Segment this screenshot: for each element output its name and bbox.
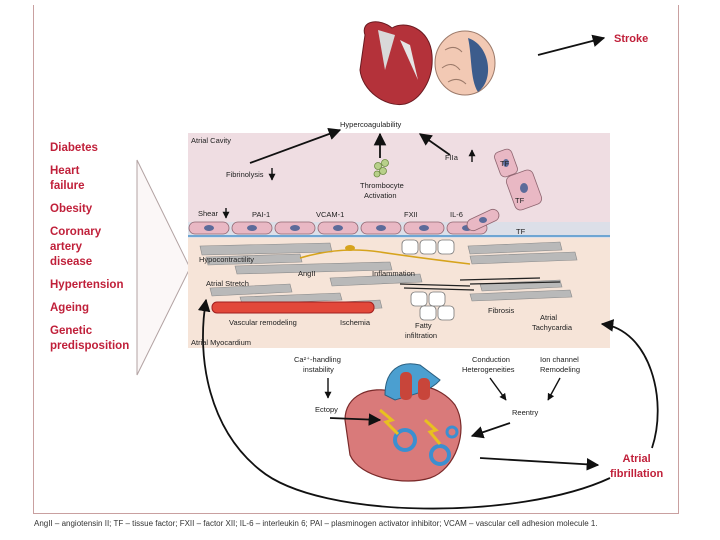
hypercoagulability-label: Hypercoagulability — [340, 120, 402, 129]
risk-diabetes: Diabetes — [50, 142, 98, 154]
fiia-label: FIIa — [445, 153, 459, 162]
arrow-reentry-heart — [470, 422, 511, 439]
reentry-label: Reentry — [512, 408, 539, 417]
activation-label: Activation — [364, 191, 397, 200]
atrial-label: Atrial — [540, 313, 557, 322]
cell-nuclei — [204, 225, 472, 231]
fibrosis-label: Fibrosis — [488, 306, 515, 315]
white-cells — [401, 239, 455, 321]
arrow-heart-af — [479, 457, 600, 471]
figure-frame — [33, 5, 679, 514]
atrial-cavity-title: Atrial Cavity — [191, 136, 231, 145]
arrow-ectopy-heart — [329, 413, 382, 426]
bottom-heart-image — [344, 363, 462, 482]
ectopy-label: Ectopy — [315, 405, 338, 414]
vessel — [212, 302, 374, 313]
risk-hypertension: Hypertension — [50, 279, 124, 291]
angii-label: AngII — [298, 269, 316, 278]
risk-obesity: Obesity — [50, 203, 93, 215]
arrow-af-loop-right — [600, 319, 659, 449]
vascular-remodeling-label: Vascular remodeling — [229, 318, 297, 327]
ischemia-label: Ischemia — [340, 318, 371, 327]
fxii-label: FXII — [404, 210, 418, 219]
ion-channel-label: Ion channel — [540, 355, 579, 364]
heart-image — [359, 21, 433, 106]
atrial-myocardium-title: Atrial Myocardium — [191, 338, 251, 347]
pai1-label: PAI-1 — [252, 210, 270, 219]
inflammation-label: Inflammation — [372, 269, 415, 278]
risk-chevron — [136, 159, 191, 376]
fibrosis-strands — [399, 277, 561, 291]
abbreviations-footnote: AngII – angiotensin II; TF – tissue fact… — [34, 519, 598, 528]
risk-genetic-predisposition: Genetic predisposition — [50, 325, 130, 352]
detached-cells — [466, 148, 543, 232]
conduction-label: Conduction — [472, 355, 510, 364]
stroke-label: Stroke — [614, 33, 648, 45]
atrial-stretch-label: Atrial Stretch — [206, 279, 249, 288]
tachycardia-label: Tachycardia — [532, 323, 573, 332]
tf-right-label: TF — [516, 227, 526, 236]
risk-coronary-artery-disease: Coronary artery disease — [50, 226, 102, 268]
ca-handling-label: Ca²⁺-handling — [294, 355, 341, 364]
risk-heart-failure: Heart failure — [50, 165, 85, 192]
shear-label: Shear — [198, 209, 219, 218]
arrows — [197, 34, 659, 510]
arrow-fibrinolysis-up — [249, 127, 342, 164]
fatty-label: Fatty — [415, 321, 432, 330]
remodeling-label: Remodeling — [540, 365, 580, 374]
brain-image — [434, 30, 496, 96]
tf-cell-label-1: TF — [500, 159, 510, 168]
hypocontractility-label: Hypocontractility — [199, 255, 254, 264]
il6-label: IL-6 — [450, 210, 463, 219]
vcam1-label: VCAM-1 — [316, 210, 344, 219]
instability-label: instability — [303, 365, 334, 374]
risk-ageing: Ageing — [50, 302, 89, 314]
atrial-cavity-panel — [188, 133, 610, 223]
thrombocyte-label: Thrombocyte — [360, 181, 404, 190]
infiltration-label: infiltration — [405, 331, 437, 340]
arrow-fiia-up — [418, 133, 451, 156]
small-arrows — [222, 149, 561, 401]
tf-cell-label-2: TF — [515, 196, 525, 205]
fibrinolysis-label: Fibrinolysis — [226, 170, 264, 179]
arrow-af-loop-left — [197, 298, 611, 510]
atrial-fibrillation-label: Atrial fibrillation — [610, 453, 664, 480]
heterogeneities-label: Heterogeneities — [462, 365, 515, 374]
thrombocyte-cluster — [373, 159, 389, 178]
arrow-to-stroke — [537, 34, 606, 56]
nerve-fiber — [299, 249, 471, 265]
